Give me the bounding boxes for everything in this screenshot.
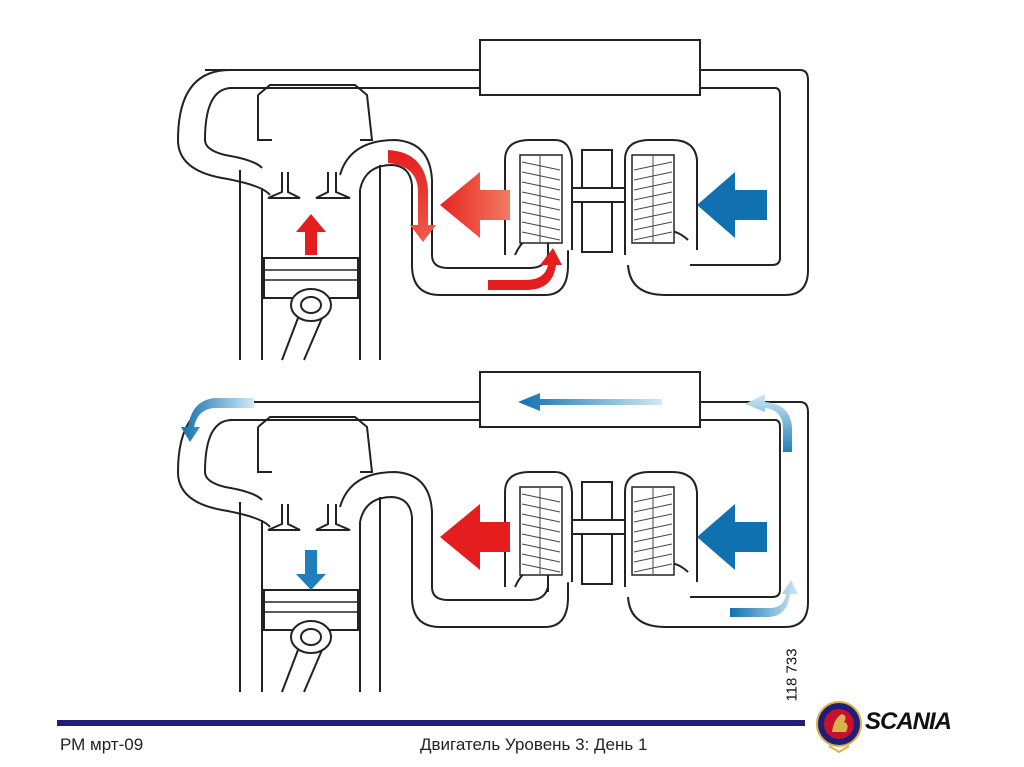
turbine-exhaust-arrow [697,504,767,570]
cylinder-down-arrow [296,550,326,590]
intercooler-arrow [745,394,792,452]
exhaust-to-turbine-arrow [440,172,510,238]
exhaust-outlet-arrow [488,248,562,290]
exhaust-down-arrow [388,150,436,242]
intake-inlet-arrow [730,580,798,617]
intake-inlet-arrow [697,172,767,238]
charge-air-top-arrow [518,393,662,411]
scania-griffin-icon [816,701,862,754]
exhaust-flow-panel [177,39,809,361]
doc-reference: РМ мрт-09 [60,735,144,754]
intake-flow-panel [177,371,809,693]
intake-return-arrow [181,398,254,442]
scania-wordmark: SCANIA [865,708,952,735]
exhaust-up-arrow [296,214,326,255]
slide-title: Двигатель Уровень 3: День 1 [420,735,648,754]
figure-number: 118 733 [783,648,801,702]
footer-divider [57,720,805,726]
compressor-outlet-arrow [440,504,510,570]
